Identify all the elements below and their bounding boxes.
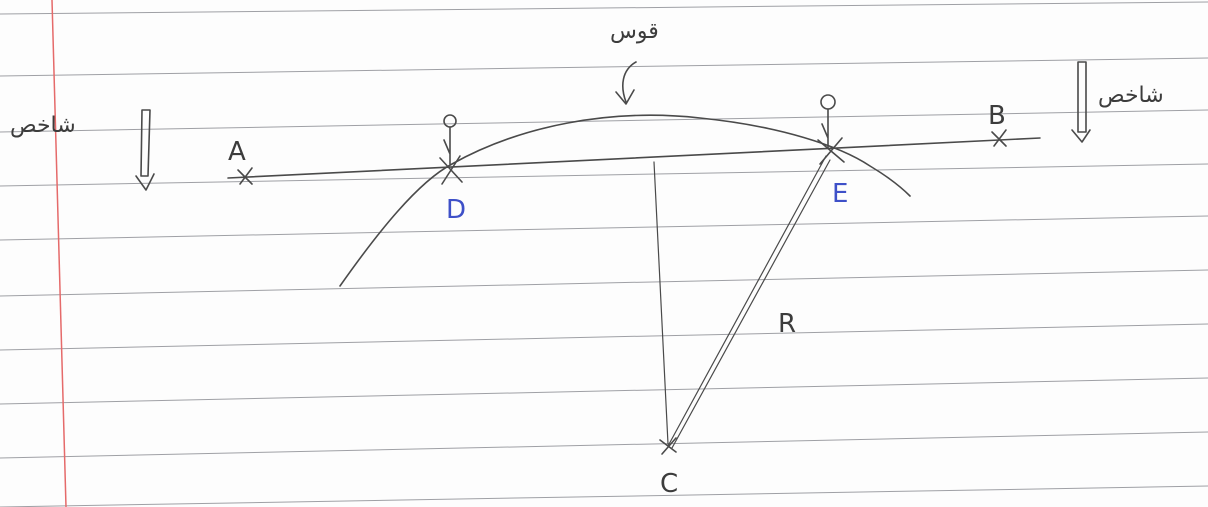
left-pole-icon bbox=[135, 109, 155, 191]
radius-line bbox=[667, 155, 827, 447]
mark-e bbox=[817, 137, 845, 165]
arc-note: قوس bbox=[610, 19, 659, 44]
stake-e-icon bbox=[820, 94, 836, 149]
margin-line bbox=[51, 0, 67, 507]
stake-d-icon bbox=[443, 114, 457, 165]
label-a: A bbox=[228, 137, 246, 167]
mark-c bbox=[659, 437, 677, 455]
line-ab bbox=[227, 137, 1041, 179]
label-b: B bbox=[988, 101, 1006, 131]
label-e: E bbox=[832, 179, 848, 209]
mark-a bbox=[237, 167, 253, 185]
right-pole-icon bbox=[1071, 61, 1091, 143]
mark-d bbox=[439, 155, 463, 185]
arc-arrow-icon bbox=[615, 61, 637, 105]
label-radius: R bbox=[778, 309, 796, 339]
right-pole-note: شاخص bbox=[1098, 83, 1164, 108]
label-d: D bbox=[446, 195, 466, 225]
left-pole-note: شاخص bbox=[10, 113, 76, 138]
mark-b bbox=[991, 129, 1007, 147]
curve-arc bbox=[339, 114, 911, 287]
label-c: C bbox=[660, 469, 678, 499]
perpendicular-line bbox=[653, 161, 669, 445]
